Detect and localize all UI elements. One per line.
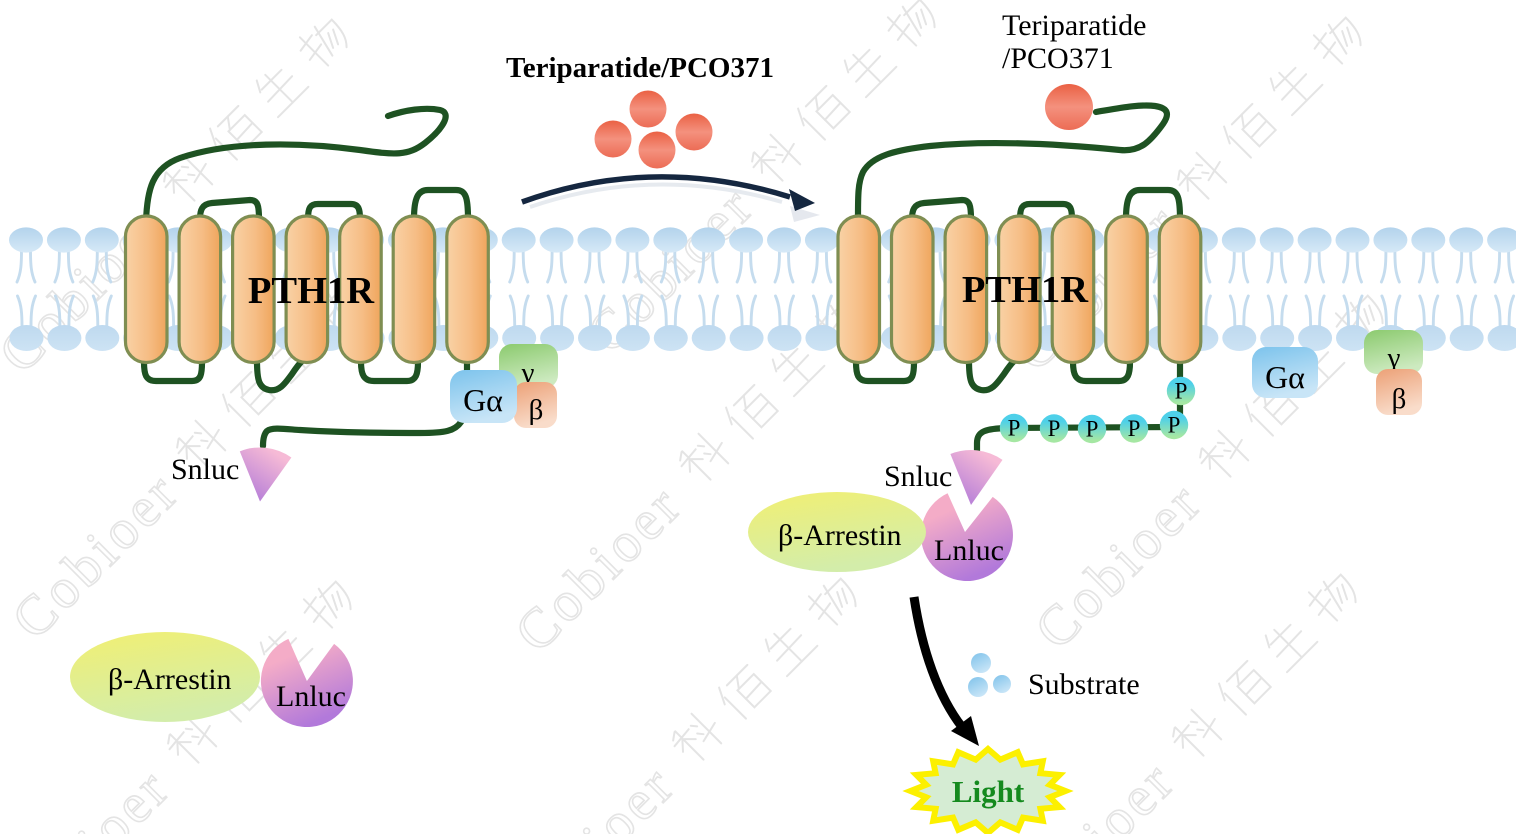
svg-text:Substrate: Substrate xyxy=(1028,668,1140,701)
svg-text:P: P xyxy=(1128,416,1141,441)
svg-text:Lnluc: Lnluc xyxy=(934,534,1004,567)
svg-text:β: β xyxy=(1392,383,1407,415)
svg-text:PTH1R: PTH1R xyxy=(248,270,375,312)
svg-text:PTH1R: PTH1R xyxy=(962,269,1089,311)
svg-text:P: P xyxy=(1086,417,1099,442)
svg-text:γ: γ xyxy=(521,357,535,389)
svg-text:β-Arrestin: β-Arrestin xyxy=(778,519,902,552)
svg-text:β: β xyxy=(529,394,544,426)
svg-text:P: P xyxy=(1168,413,1181,438)
svg-text:Teriparatide/PCO371: Teriparatide/PCO371 xyxy=(506,52,774,84)
svg-text:/PCO371: /PCO371 xyxy=(1002,42,1114,75)
svg-text:P: P xyxy=(1048,416,1061,441)
svg-text:Snluc: Snluc xyxy=(884,460,952,493)
svg-text:P: P xyxy=(1175,379,1188,404)
svg-text:Gα: Gα xyxy=(1265,359,1305,395)
svg-text:Teriparatide: Teriparatide xyxy=(1002,9,1146,42)
svg-text:γ: γ xyxy=(1387,342,1401,374)
svg-text:P: P xyxy=(1008,416,1021,441)
svg-text:Lnluc: Lnluc xyxy=(276,680,346,713)
svg-text:Gα: Gα xyxy=(463,382,503,418)
svg-text:Snluc: Snluc xyxy=(171,453,239,486)
svg-text:Light: Light xyxy=(952,774,1025,809)
svg-text:β-Arrestin: β-Arrestin xyxy=(108,663,232,696)
